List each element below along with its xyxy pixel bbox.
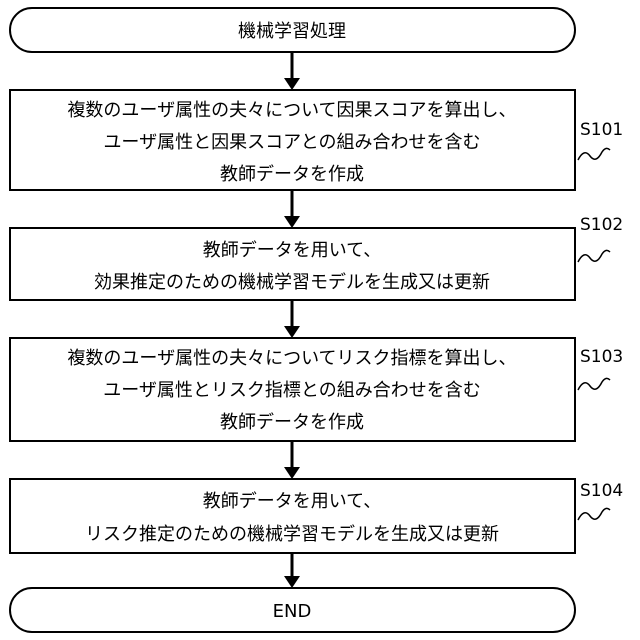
step-s103-label: S103 (580, 347, 623, 367)
step-s102-line-1: 教師データを用いて、 (203, 240, 382, 261)
step-s102-line-2: 効果推定のための機械学習モデルを生成又は更新 (94, 272, 490, 293)
arrowhead-s104-end (284, 576, 300, 588)
step-s101-line-3: 教師データを作成 (220, 164, 364, 185)
end-text: END (273, 601, 312, 622)
step-s103-line-3: 教師データを作成 (220, 412, 364, 433)
step-s103-line-1: 複数のユーザ属性の夫々についてリスク指標を算出し、 (67, 348, 516, 369)
arrowhead-s102-s103 (284, 326, 300, 338)
step-s102: 教師データを用いて、 効果推定のための機械学習モデルを生成又は更新 S102 (10, 215, 623, 300)
arrowhead-s103-s104 (284, 467, 300, 479)
step-s102-label: S102 (580, 215, 623, 235)
step-s101: 複数のユーザ属性の夫々について因果スコアを算出し、 ユーザ属性と因果スコアとの組… (10, 90, 623, 190)
step-s104-line-2: リスク推定のための機械学習モデルを生成又は更新 (85, 524, 499, 545)
step-s103-leader (578, 378, 610, 390)
arrowhead-start-s101 (284, 78, 300, 90)
end-terminator: END (10, 588, 575, 632)
step-s104-leader (578, 508, 610, 520)
step-s101-line-2: ユーザ属性と因果スコアとの組み合わせを含む (103, 132, 480, 153)
arrowhead-s101-s102 (284, 216, 300, 228)
step-s101-line-1: 複数のユーザ属性の夫々について因果スコアを算出し、 (67, 100, 516, 121)
start-text: 機械学習処理 (238, 21, 346, 42)
step-s101-leader (578, 148, 610, 160)
step-s104: 教師データを用いて、 リスク推定のための機械学習モデルを生成又は更新 S104 (10, 479, 623, 553)
step-s101-label: S101 (580, 120, 623, 140)
step-s103-line-2: ユーザ属性とリスク指標との組み合わせを含む (103, 380, 480, 401)
step-s104-line-1: 教師データを用いて、 (203, 491, 382, 512)
start-terminator: 機械学習処理 (10, 8, 575, 52)
step-s104-label: S104 (580, 481, 623, 501)
step-s103: 複数のユーザ属性の夫々についてリスク指標を算出し、 ユーザ属性とリスク指標との組… (10, 338, 623, 441)
step-s102-leader (578, 250, 610, 262)
